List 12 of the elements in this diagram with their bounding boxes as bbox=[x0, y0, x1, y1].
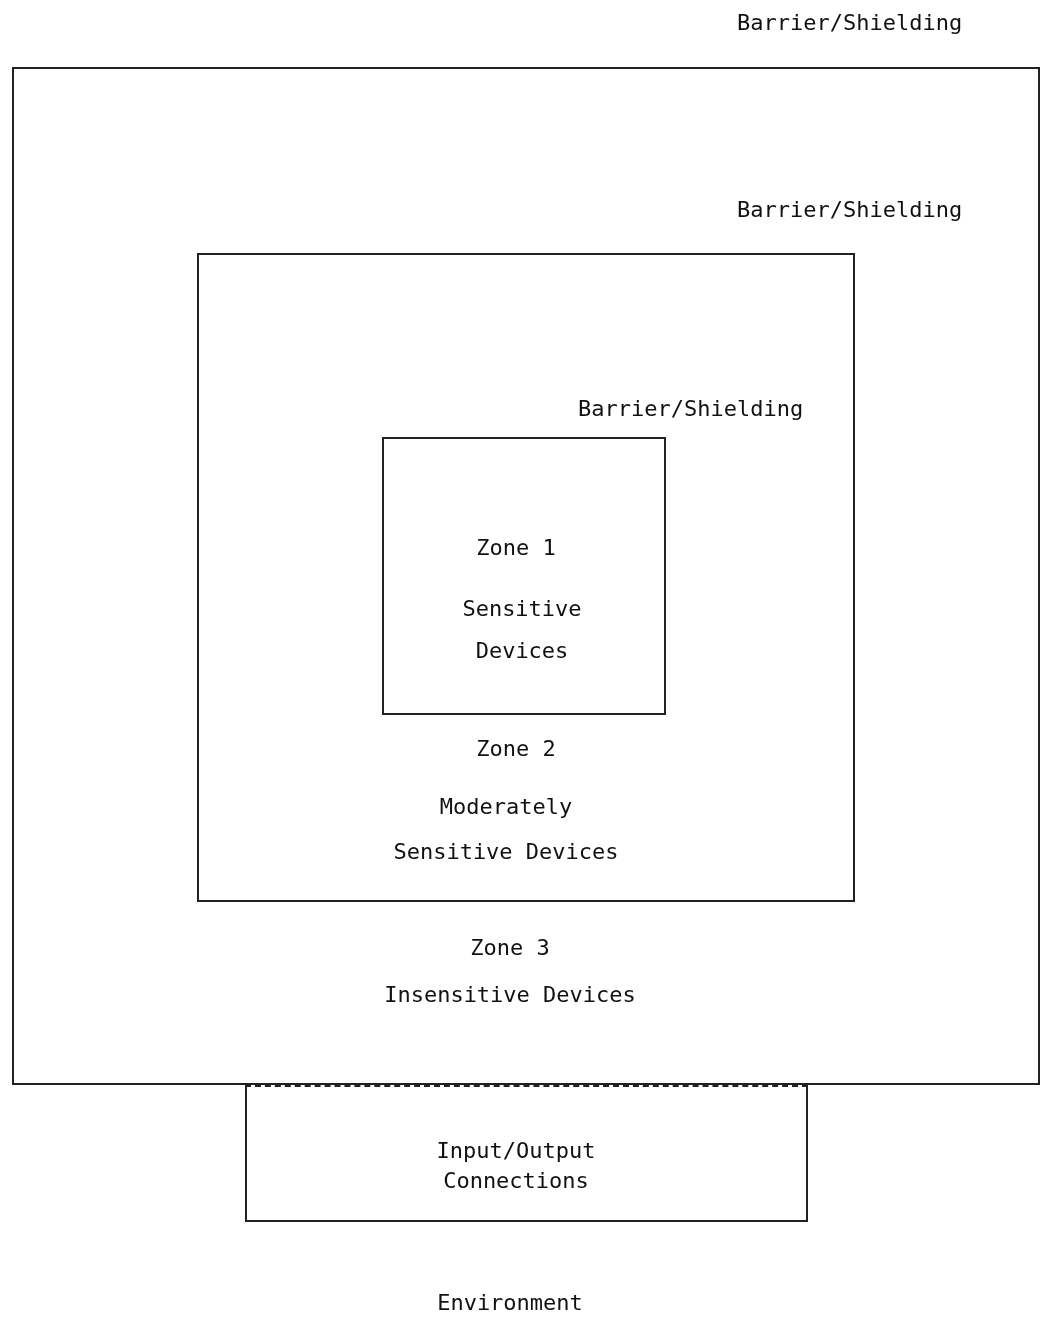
zone-label: Input/Output Connections bbox=[435, 1137, 597, 1195]
barrier-label: Barrier/Shielding bbox=[737, 197, 963, 222]
environment-label: Environment bbox=[436, 1290, 584, 1316]
connection-box bbox=[245, 1085, 808, 1222]
zone-label: Zone 2 bbox=[475, 736, 557, 762]
barrier-label: Barrier/Shielding bbox=[578, 396, 804, 421]
zone-label: Zone 1 bbox=[475, 535, 557, 561]
zone-label: Moderately Sensitive Devices bbox=[392, 793, 620, 866]
zone-label: Insensitive Devices bbox=[383, 982, 637, 1008]
zone-label: Sensitive Devices bbox=[461, 595, 583, 665]
zone-label: Zone 3 bbox=[469, 935, 551, 961]
barrier-label: Barrier/Shielding bbox=[737, 10, 963, 35]
